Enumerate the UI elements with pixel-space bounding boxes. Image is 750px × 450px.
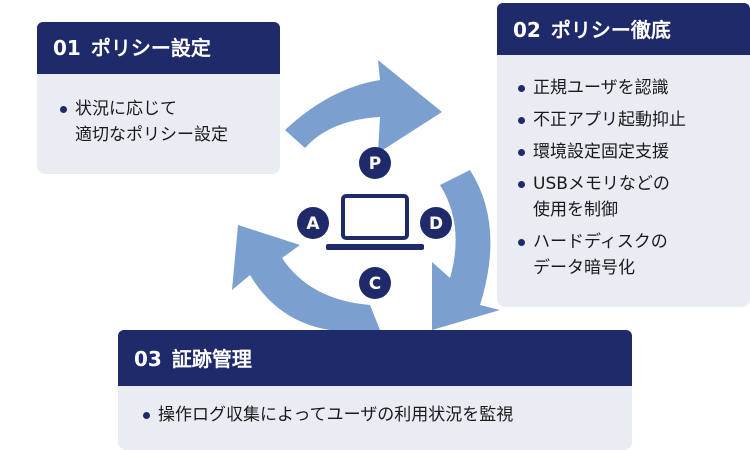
list-item: 正規ユーザを認識	[515, 75, 686, 101]
policy-setting-header: 01 ポリシー設定	[37, 22, 280, 74]
audit-trail-card: 03 証跡管理 操作ログ収集によってユーザの利用状況を監視	[118, 330, 632, 450]
cycle-arrow-bottom-left	[232, 225, 380, 332]
card-title: ポリシー設定	[90, 36, 211, 60]
policy-enforcement-card: 02 ポリシー徹底 正規ユーザを認識 不正アプリ起動抑止 環境設定固定支援 USB…	[497, 3, 750, 307]
list-item: 操作ログ収集によってユーザの利用状況を監視	[140, 402, 513, 428]
stage-d-label: D	[429, 214, 443, 234]
audit-trail-header: 03 証跡管理	[118, 330, 632, 386]
card-number: 02	[513, 18, 541, 42]
list-item: ハードディスクの データ暗号化	[515, 229, 686, 281]
stage-d: D	[420, 207, 452, 239]
card-number: 03	[134, 347, 162, 371]
cycle-arrow-right	[432, 170, 500, 330]
list-item: USBメモリなどの 使用を制御	[515, 171, 686, 223]
policy-setting-card: 01 ポリシー設定 状況に応じて 適切なポリシー設定	[37, 22, 280, 174]
stage-a: A	[297, 207, 329, 239]
card-number: 01	[53, 36, 81, 60]
stage-p: P	[359, 147, 391, 179]
audit-trail-body: 操作ログ収集によってユーザの利用状況を監視	[140, 402, 513, 428]
stage-a-label: A	[306, 214, 320, 234]
policy-setting-body: 状況に応じて 適切なポリシー設定	[57, 96, 228, 148]
card-title: 証跡管理	[171, 347, 252, 371]
policy-enforcement-body: 正規ユーザを認識 不正アプリ起動抑止 環境設定固定支援 USBメモリなどの 使用…	[515, 75, 686, 281]
card-title: ポリシー徹底	[550, 18, 671, 42]
list-item: 不正アプリ起動抑止	[515, 107, 686, 133]
stage-p-label: P	[369, 154, 381, 174]
list-item: 環境設定固定支援	[515, 139, 686, 165]
cycle-arrow-top	[285, 60, 442, 153]
stage-c-label: C	[369, 274, 381, 294]
stage-c: C	[359, 267, 391, 299]
list-item: 状況に応じて 適切なポリシー設定	[57, 96, 228, 148]
policy-enforcement-header: 02 ポリシー徹底	[497, 3, 750, 55]
laptop-icon	[326, 194, 424, 250]
